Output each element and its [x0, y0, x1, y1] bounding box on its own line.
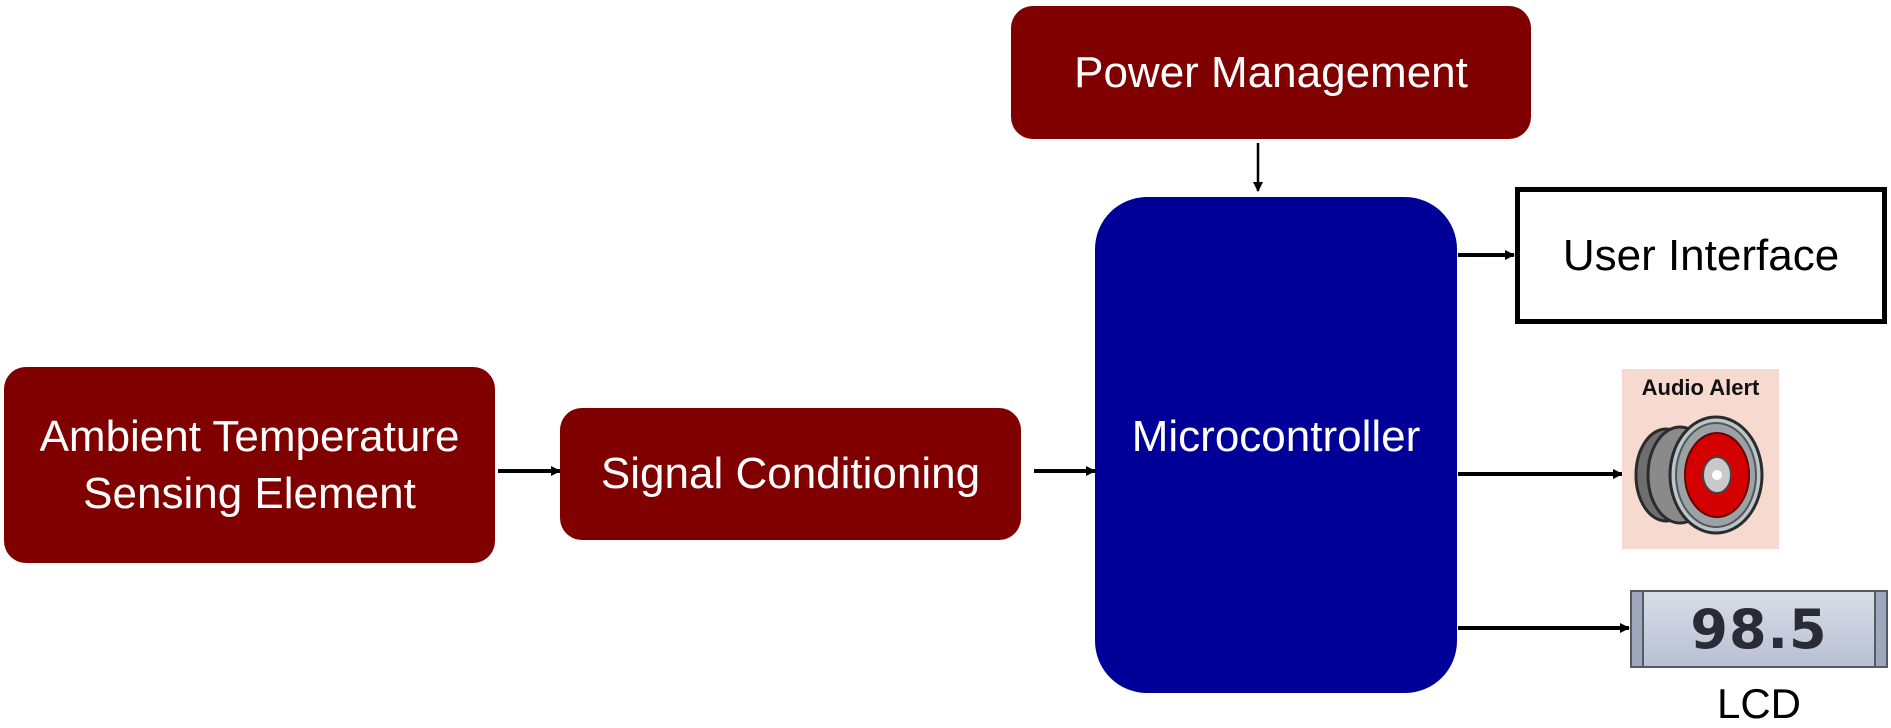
lcd-display-icon: 98.5	[1630, 590, 1888, 668]
audio-alert-output: Audio Alert	[1622, 369, 1779, 549]
lcd-caption: LCD	[1630, 680, 1888, 728]
speaker-icon	[1622, 369, 1779, 549]
lcd-reading: 98.5	[1632, 592, 1886, 666]
